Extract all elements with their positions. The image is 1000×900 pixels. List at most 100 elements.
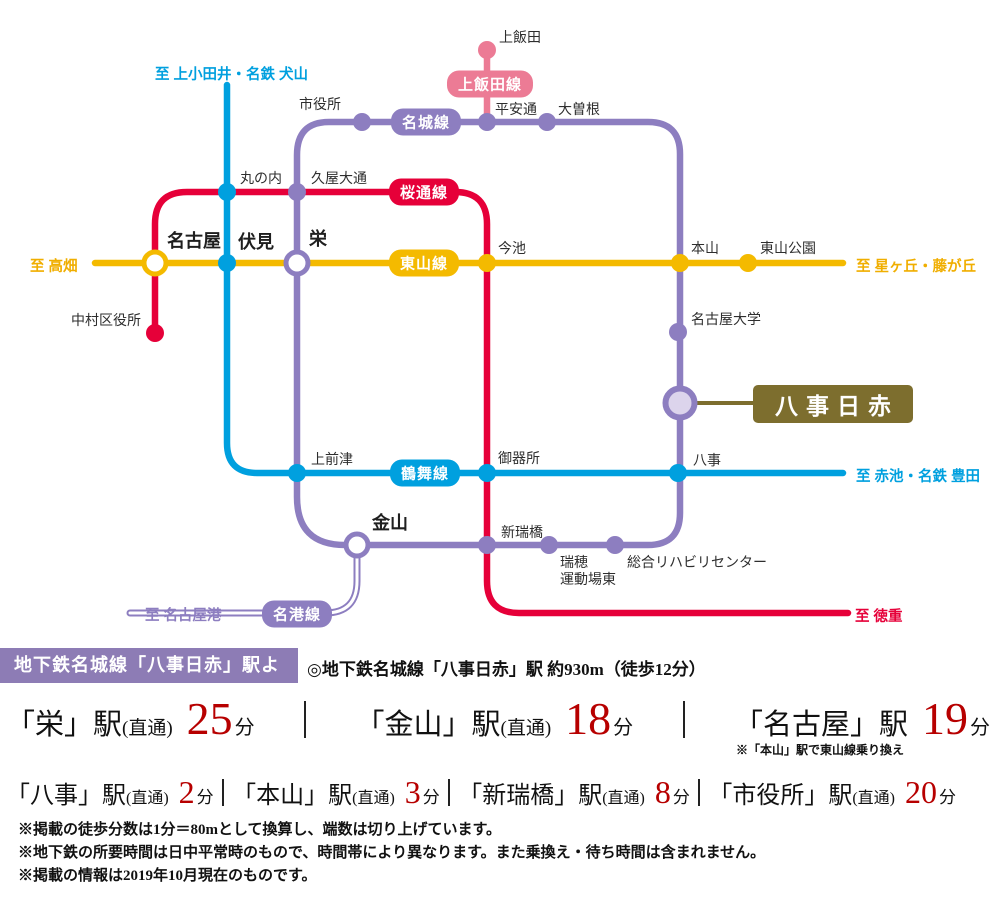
- divider: [698, 779, 701, 806]
- time-station-name: 「本山」駅: [232, 783, 353, 809]
- time-minutes: 2: [178, 774, 195, 810]
- highlight-station-ring: [662, 385, 698, 421]
- line-badge-名城線: 名城線: [390, 108, 462, 136]
- time-minutes: 19: [921, 693, 968, 744]
- time-unit: 分: [613, 717, 634, 739]
- station-label: 久屋大通: [311, 170, 367, 186]
- transfer-station-金山: [343, 531, 371, 559]
- station-label: 中村区役所: [71, 312, 141, 328]
- transfer-note: ※「本山」駅で東山線乗り換え: [735, 743, 904, 757]
- time-minutes: 3: [404, 774, 421, 810]
- station-label: 瑞穂 運動場東: [560, 554, 616, 587]
- time-direct-suffix: (直通): [122, 718, 173, 739]
- terminal-label: 至 徳重: [855, 609, 903, 625]
- time-direct-suffix: (直通): [126, 790, 169, 807]
- station-label: 東山公園: [760, 240, 816, 256]
- station-dot-久屋大通: [288, 183, 306, 201]
- divider: [448, 779, 450, 806]
- sakura-dori-line: [151, 188, 852, 617]
- station-label: 御器所: [498, 450, 540, 466]
- station-dot-八事: [669, 464, 687, 482]
- station-label: 上前津: [311, 451, 353, 467]
- time-direct-suffix: (直通): [602, 790, 645, 807]
- highlight-station-badge: 八事日赤: [753, 385, 913, 423]
- station-label: 名古屋: [167, 231, 221, 251]
- station-dot-丸の内: [218, 183, 236, 201]
- divider: [304, 701, 307, 738]
- terminal-label: 至 上小田井・名鉄 犬山: [155, 67, 309, 83]
- time-station-name: 「名古屋」駅: [733, 709, 908, 741]
- station-dot-伏見: [218, 254, 236, 272]
- time-station-name: 「新瑞橋」駅: [458, 783, 603, 809]
- station-dot-上前津: [288, 464, 306, 482]
- time-station-name: 「八事」駅: [6, 783, 126, 809]
- station-label: 伏見: [238, 232, 274, 252]
- station-dot-新瑞橋: [478, 536, 496, 554]
- station-label: 本山: [691, 240, 719, 256]
- terminal-label: 至 名古屋港: [145, 608, 222, 624]
- distance-note: ◎地下鉄名城線「八事日赤」駅 約930m（徒歩12分）: [307, 660, 706, 679]
- line-badge-東山線: 東山線: [388, 249, 460, 277]
- station-label: 今池: [498, 240, 526, 256]
- station-label: 新瑞橋: [501, 524, 543, 540]
- time-station-name: 「金山」駅: [355, 709, 501, 741]
- time-direct-suffix: (直通): [852, 790, 895, 807]
- time-minutes: 18: [565, 693, 612, 744]
- transfer-station-名古屋: [141, 249, 169, 277]
- footnote-line: ※掲載の情報は2019年10月現在のものです。: [18, 868, 317, 884]
- time-unit: 分: [196, 788, 214, 807]
- line-badge-名港線: 名港線: [261, 600, 333, 628]
- station-dot-東山公園: [739, 254, 757, 272]
- time-minutes: 20: [905, 774, 937, 810]
- station-dot-平安通: [478, 113, 496, 131]
- station-label: 総合リハビリセンター: [627, 554, 767, 570]
- time-direct-suffix: (直通): [500, 718, 552, 739]
- station-dot-御器所: [478, 464, 496, 482]
- info-header-badge: 地下鉄名城線「八事日赤」駅より: [0, 648, 298, 710]
- time-unit: 分: [672, 788, 690, 807]
- station-dot-総合リハビリセンター: [606, 536, 624, 554]
- time-unit: 分: [422, 788, 440, 807]
- time-station-name: 「市役所」駅: [708, 783, 853, 809]
- tsurumai-line: [223, 81, 847, 477]
- station-dot-今池: [478, 254, 496, 272]
- footnotes: ※掲載の徒歩分数は1分＝80mとして換算し、端数は切り上げています。※地下鉄の所…: [18, 819, 765, 888]
- divider: [221, 779, 224, 806]
- station-label: 上飯田: [499, 29, 541, 45]
- station-dot-大曽根: [538, 113, 556, 131]
- station-label: 名古屋大学: [691, 311, 761, 327]
- station-label: 丸の内: [240, 170, 282, 186]
- station-label: 市役所: [299, 96, 341, 112]
- line-badge-上飯田線: 上飯田線: [446, 70, 534, 98]
- line-badge-桜通線: 桜通線: [388, 178, 460, 206]
- time-direct-suffix: (直通): [352, 790, 395, 807]
- terminal-label: 至 赤池・名鉄 豊田: [856, 469, 981, 485]
- line-badge-鶴舞線: 鶴舞線: [389, 459, 461, 487]
- divider: [682, 701, 685, 738]
- station-label: 栄: [309, 229, 327, 249]
- transfer-station-栄: [283, 249, 311, 277]
- time-minutes: 8: [654, 774, 671, 810]
- station-label: 金山: [372, 513, 408, 533]
- station-dot-名古屋大学: [669, 323, 687, 341]
- station-dot-本山: [671, 254, 689, 272]
- station-label: 八事: [693, 452, 721, 468]
- station-label: 平安通: [495, 101, 537, 117]
- time-minutes: 25: [186, 693, 233, 744]
- terminal-label: 至 高畑: [30, 259, 78, 275]
- time-station-name: 「栄」駅: [6, 709, 123, 741]
- terminal-label: 至 星ヶ丘・藤が丘: [856, 259, 977, 275]
- station-dot-瑞穂運動場東: [540, 536, 558, 554]
- station-dot-中村区役所: [146, 324, 164, 342]
- station-dot-市役所: [353, 113, 371, 131]
